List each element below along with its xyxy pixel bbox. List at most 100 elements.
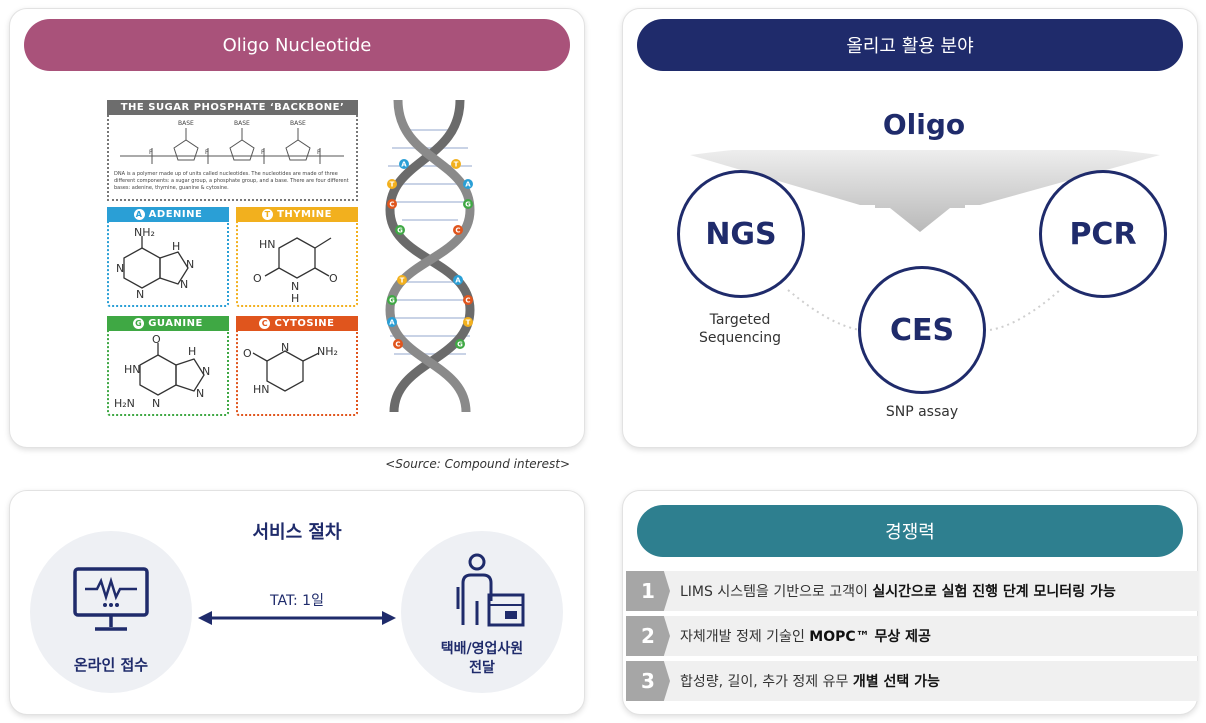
guanine-letter: G xyxy=(133,318,145,329)
svg-text:N: N xyxy=(281,341,289,354)
svg-text:N: N xyxy=(136,288,144,301)
svg-text:P: P xyxy=(261,149,265,156)
backbone-box xyxy=(107,100,358,201)
row-3-number: 3 xyxy=(626,661,670,701)
cytosine-structure: O N NH₂ HN xyxy=(243,341,338,396)
svg-text:A: A xyxy=(401,161,407,169)
row-3-bold: 개별 선택 가능 xyxy=(852,674,940,690)
svg-text:H: H xyxy=(172,240,180,253)
pcr-label: PCR xyxy=(1069,216,1137,252)
thymine-structure: HN O O NH xyxy=(253,237,338,304)
svg-text:O: O xyxy=(329,272,338,285)
svg-text:NH₂: NH₂ xyxy=(317,345,338,358)
delivery-step-label: 택배/영업사원 전달 xyxy=(440,641,524,676)
svg-text:H: H xyxy=(188,345,196,358)
svg-text:G: G xyxy=(465,201,471,209)
svg-text:T: T xyxy=(454,161,459,169)
row-2-number: 2 xyxy=(626,616,670,656)
svg-text:HN: HN xyxy=(124,363,141,376)
adenine-name: ADENINE xyxy=(148,209,203,220)
cytosine-box xyxy=(236,316,358,416)
row-3-plain: 합성량, 길이, 추가 정제 유무 xyxy=(680,674,853,690)
adenine-header: A ADENINE xyxy=(107,207,229,222)
competitiveness-row-2: 2 자체개발 정제 기술인 MOPC™ 무상 제공 xyxy=(626,616,1198,656)
oligo-nucleotide-title: Oligo Nucleotide xyxy=(24,19,570,71)
ces-circle: CES xyxy=(858,266,986,394)
svg-text:C: C xyxy=(455,227,460,235)
svg-text:H₂N: H₂N xyxy=(114,397,135,410)
svg-text:HN: HN xyxy=(259,238,276,251)
guanine-header: G GUANINE xyxy=(107,316,229,331)
delivery-person-icon xyxy=(456,553,525,627)
adenine-letter: A xyxy=(133,209,145,220)
svg-text:G: G xyxy=(389,297,395,305)
svg-text:O: O xyxy=(253,272,262,285)
svg-text:P: P xyxy=(317,149,321,156)
backbone-base-label-3: BASE xyxy=(290,120,306,127)
svg-text:N: N xyxy=(186,258,194,271)
svg-text:O: O xyxy=(152,335,161,346)
svg-text:C: C xyxy=(389,201,394,209)
svg-text:T: T xyxy=(400,277,405,285)
svg-text:T: T xyxy=(390,181,395,189)
svg-text:C: C xyxy=(465,297,470,305)
svg-text:N: N xyxy=(152,397,160,410)
monitor-icon xyxy=(73,567,149,631)
funnel-arrow-graphic xyxy=(690,150,1160,331)
thymine-name: THYMINE xyxy=(277,209,332,220)
ngs-label: NGS xyxy=(705,216,777,252)
svg-text:P: P xyxy=(205,149,209,156)
svg-text:G: G xyxy=(457,341,463,349)
svg-text:O: O xyxy=(243,347,252,360)
cytosine-header: C CYTOSINE xyxy=(236,316,358,331)
svg-text:T: T xyxy=(466,319,471,327)
competitiveness-title: 경쟁력 xyxy=(637,505,1183,557)
guanine-name: GUANINE xyxy=(148,318,203,329)
thymine-header: T THYMINE xyxy=(236,207,358,222)
adenine-box xyxy=(107,207,229,307)
svg-text:N: N xyxy=(291,280,299,293)
bidirectional-arrow xyxy=(198,611,396,625)
pcr-circle: PCR xyxy=(1039,170,1167,298)
backbone-base-label-2: BASE xyxy=(234,120,250,127)
row-2-bold: MOPC™ 무상 제공 xyxy=(809,629,931,645)
row-2-plain: 자체개발 정제 기술인 xyxy=(680,629,810,645)
row-1-number: 1 xyxy=(626,571,670,611)
backbone-base-label-1: BASE xyxy=(178,120,194,127)
guanine-box xyxy=(107,316,229,416)
cytosine-letter: C xyxy=(259,318,271,329)
svg-text:NH₂: NH₂ xyxy=(134,226,155,239)
backbone-header: THE SUGAR PHOSPHATE ‘BACKBONE’ xyxy=(107,100,358,115)
dna-helix-diagram: A T T A C G G C T A G C A T C G xyxy=(385,100,475,412)
svg-text:N: N xyxy=(116,262,124,275)
tat-label: TAT: 1일 xyxy=(270,593,324,609)
oligo-center-label: Oligo xyxy=(882,108,966,141)
ces-caption: SNP assay xyxy=(885,404,959,420)
online-step-label: 온라인 접수 xyxy=(73,656,149,674)
svg-text:A: A xyxy=(465,181,471,189)
online-step-circle xyxy=(30,531,192,693)
service-procedure-title: 서비스 절차 xyxy=(252,522,342,543)
row-3-text: 합성량, 길이, 추가 정제 유무 개별 선택 가능 xyxy=(680,671,940,691)
svg-text:P: P xyxy=(149,149,153,156)
svg-text:A: A xyxy=(389,319,395,327)
backbone-note: DNA is a polymer made up of units called… xyxy=(114,171,349,191)
ces-label: CES xyxy=(889,312,955,348)
thymine-letter: T xyxy=(262,209,274,220)
ngs-caption: Targeted Sequencing xyxy=(698,312,782,346)
row-2-text: 자체개발 정제 기술인 MOPC™ 무상 제공 xyxy=(680,626,931,646)
svg-text:N: N xyxy=(196,387,204,400)
svg-text:G: G xyxy=(397,227,403,235)
source-caption: <Source: Compound interest> xyxy=(385,457,570,471)
oligo-application-title: 올리고 활용 분야 xyxy=(637,19,1183,71)
competitiveness-row-3: 3 합성량, 길이, 추가 정제 유무 개별 선택 가능 xyxy=(626,661,1198,701)
ngs-circle: NGS xyxy=(677,170,805,298)
svg-text:N: N xyxy=(180,278,188,291)
svg-text:HN: HN xyxy=(253,383,270,396)
svg-text:C: C xyxy=(395,341,400,349)
svg-text:A: A xyxy=(455,277,461,285)
svg-text:H: H xyxy=(291,292,299,304)
competitiveness-row-1: 1 LIMS 시스템을 기반으로 고객이 실시간으로 실험 진행 단계 모니터링… xyxy=(626,571,1198,611)
